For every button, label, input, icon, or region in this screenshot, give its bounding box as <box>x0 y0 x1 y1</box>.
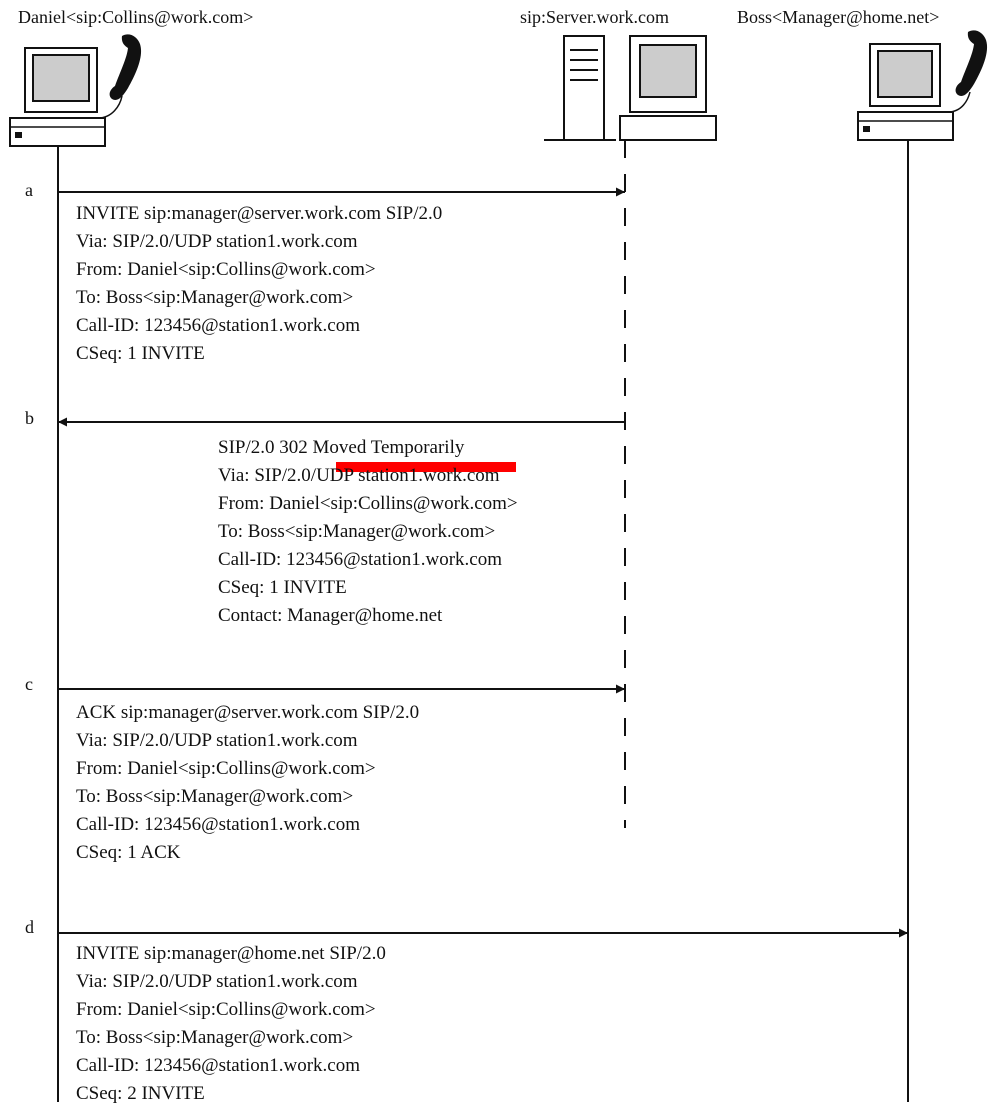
message-line: Via: SIP/2.0/UDP station1.work.com <box>76 231 358 252</box>
message-a: INVITE sip:manager@server.work.com SIP/2… <box>76 200 442 368</box>
step-label-b: b <box>25 408 34 428</box>
message-b: SIP/2.0 302 Moved Temporarily Via: SIP/2… <box>218 434 518 630</box>
message-line: CSeq: 1 INVITE <box>218 577 347 598</box>
message-line: To: Boss<sip:Manager@work.com> <box>218 521 496 542</box>
message-line: To: Boss<sip:Manager@work.com> <box>76 786 354 807</box>
step-label-d: d <box>25 917 34 937</box>
message-line: Contact: Manager@home.net <box>218 605 443 626</box>
message-line: From: Daniel<sip:Collins@work.com> <box>76 758 376 779</box>
message-line: INVITE sip:manager@home.net SIP/2.0 <box>76 943 386 964</box>
message-line: INVITE sip:manager@server.work.com SIP/2… <box>76 203 443 224</box>
message-line: Via: SIP/2.0/UDP station1.work.com <box>76 730 358 751</box>
message-line: CSeq: 2 INVITE <box>76 1083 205 1104</box>
message-line: Call-ID: 123456@station1.work.com <box>76 814 360 835</box>
message-line: CSeq: 1 ACK <box>76 842 181 863</box>
message-line: To: Boss<sip:Manager@work.com> <box>76 1027 354 1048</box>
message-line: Via: SIP/2.0/UDP station1.work.com <box>76 971 358 992</box>
caller-computer-icon <box>9 47 123 147</box>
caller-phone-icon <box>109 34 142 100</box>
highlight-mark <box>336 462 516 472</box>
message-c: ACK sip:manager@server.work.com SIP/2.0 … <box>76 699 419 867</box>
callee-label: Boss<Manager@home.net> <box>737 7 940 27</box>
step-label-a: a <box>25 180 33 200</box>
callee-computer-icon <box>857 43 971 141</box>
message-line: Call-ID: 123456@station1.work.com <box>218 549 502 570</box>
message-line: Call-ID: 123456@station1.work.com <box>76 1055 360 1076</box>
server-icon <box>544 35 717 141</box>
message-line: From: Daniel<sip:Collins@work.com> <box>218 493 518 514</box>
message-line: From: Daniel<sip:Collins@work.com> <box>76 259 376 280</box>
message-line: From: Daniel<sip:Collins@work.com> <box>76 999 376 1020</box>
server-label: sip:Server.work.com <box>520 7 669 27</box>
message-line: Call-ID: 123456@station1.work.com <box>76 315 360 336</box>
caller-label: Daniel<sip:Collins@work.com> <box>18 7 254 27</box>
callee-phone-icon <box>955 30 988 96</box>
message-line: Via: SIP/2.0/UDP station1.work.com <box>218 465 500 486</box>
message-line: CSeq: 1 INVITE <box>76 343 205 364</box>
message-d: INVITE sip:manager@home.net SIP/2.0 Via:… <box>76 940 386 1108</box>
message-line: ACK sip:manager@server.work.com SIP/2.0 <box>76 702 420 723</box>
message-line: To: Boss<sip:Manager@work.com> <box>76 287 354 308</box>
step-label-c: c <box>25 674 33 694</box>
message-line: SIP/2.0 302 Moved Temporarily <box>218 437 465 458</box>
